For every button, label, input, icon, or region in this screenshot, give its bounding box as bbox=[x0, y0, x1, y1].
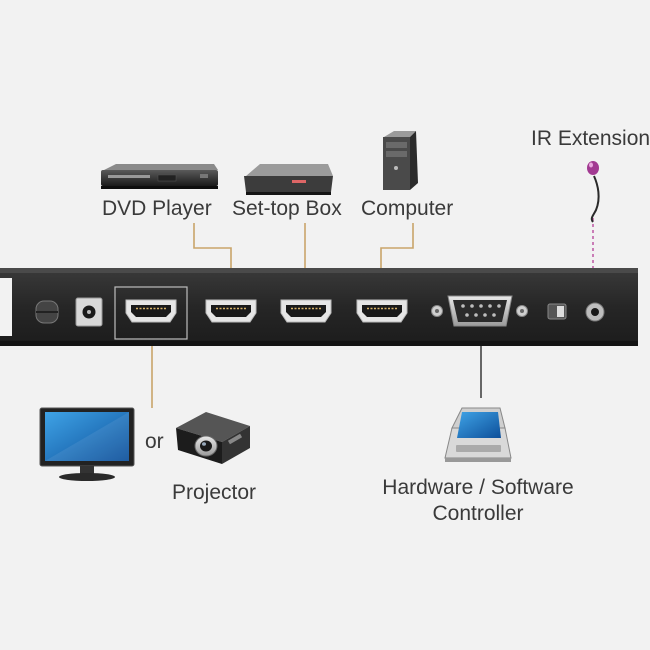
rs232-port bbox=[431, 295, 528, 327]
projector-icon bbox=[176, 412, 250, 464]
controller-label-line2: Controller bbox=[432, 502, 524, 525]
or-label: or bbox=[145, 430, 164, 453]
hdmi-input-port-2 bbox=[280, 299, 332, 323]
ir-extension-label: IR Extension bbox=[531, 127, 650, 150]
power-switch-icon bbox=[35, 300, 59, 324]
dvd-player-label: DVD Player bbox=[102, 197, 212, 220]
hdmi-output-port bbox=[114, 286, 188, 340]
monitor-icon bbox=[39, 407, 135, 481]
computer-icon bbox=[383, 131, 418, 190]
power-jack-icon bbox=[75, 297, 103, 327]
mode-switch-icon bbox=[547, 303, 567, 320]
dvd-player-icon bbox=[101, 164, 218, 189]
projector-label: Projector bbox=[172, 481, 257, 504]
hdmi-input-port-1 bbox=[205, 299, 257, 323]
controller-label-line1: Hardware / Software bbox=[382, 476, 574, 499]
hdmi-input-port-3 bbox=[356, 299, 408, 323]
touch-controller-icon bbox=[444, 407, 512, 462]
ir-jack-icon bbox=[585, 302, 605, 322]
settop-box-label: Set-top Box bbox=[232, 197, 342, 220]
ir-sensor-icon bbox=[587, 161, 600, 223]
settop-box-icon bbox=[244, 164, 333, 195]
computer-label: Computer bbox=[361, 197, 454, 220]
